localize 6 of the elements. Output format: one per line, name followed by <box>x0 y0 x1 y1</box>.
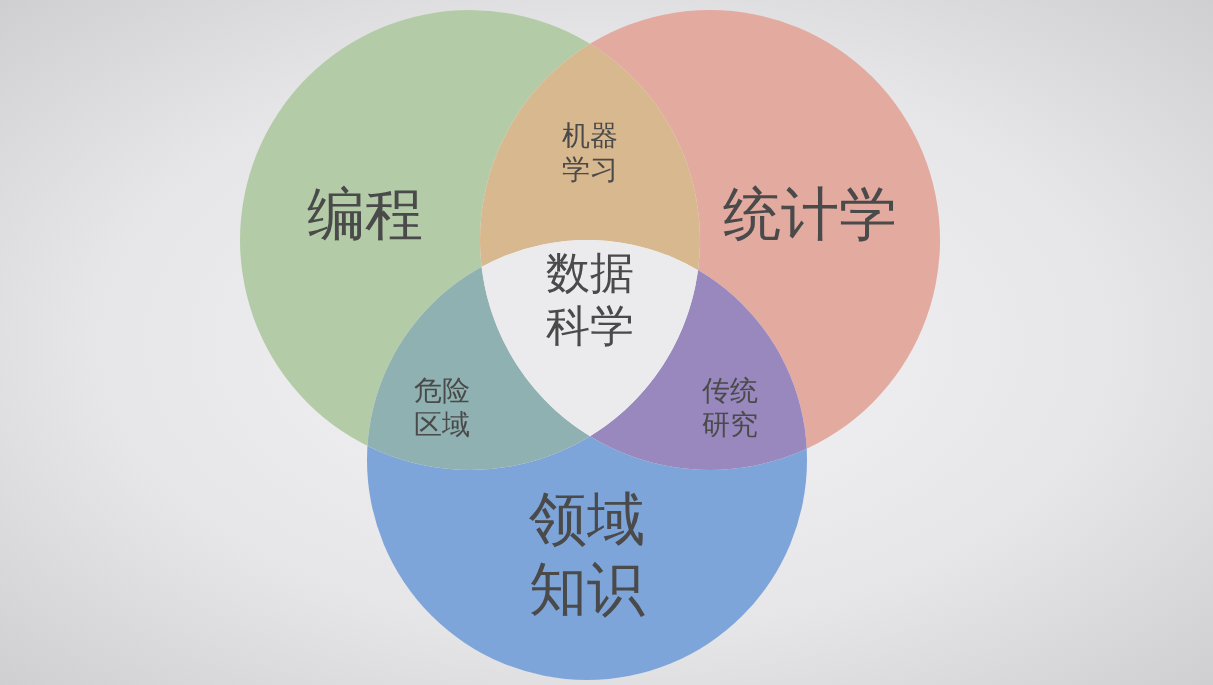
region-label: 危险区域 <box>413 374 471 442</box>
venn-circle <box>368 438 806 678</box>
region-label: 编程 <box>307 180 423 250</box>
region-label: 机器学习 <box>561 119 619 187</box>
region-label: 统计学 <box>723 180 897 250</box>
region-label: 领域知识 <box>528 485 646 625</box>
